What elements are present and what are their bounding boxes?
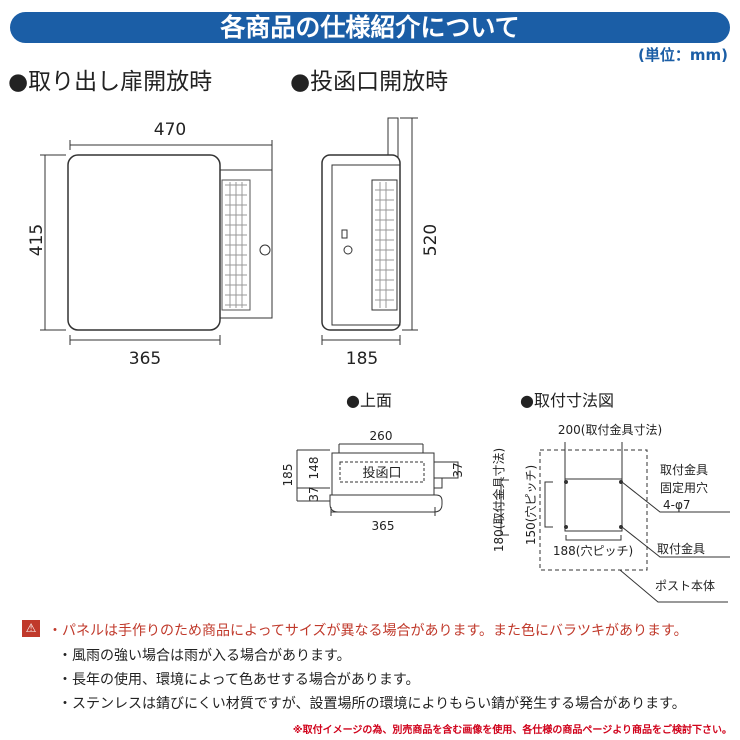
pitch-h-label: 188(穴ピッチ) bbox=[553, 543, 633, 558]
section-mount: ●取付寸法図 bbox=[520, 391, 614, 410]
top-width-label: 365 bbox=[372, 519, 395, 533]
hole-label-3: 4-φ7 bbox=[663, 498, 691, 512]
note-4: ・ステンレスは錆びにくい材質ですが、設置場所の環境によりもらい錆が発生する場合が… bbox=[58, 696, 686, 712]
slot-open-diagram: 520 185 bbox=[321, 117, 441, 369]
top-side-label: 37 bbox=[451, 462, 465, 477]
side-height-label: 520 bbox=[421, 224, 441, 256]
footer-note: ※取付イメージの為、別売商品を含む画像を使用、各仕様の商品ページより商品をご検討… bbox=[292, 725, 732, 736]
section-door-open: ●取り出し扉開放時 bbox=[8, 69, 213, 95]
page-title: 各商品の仕様紹介について bbox=[10, 12, 730, 43]
door-width-label: 470 bbox=[154, 120, 186, 140]
section-slot-open: ●投函口開放時 bbox=[290, 69, 449, 95]
hole-label-1: 取付金具 bbox=[660, 462, 708, 477]
mount-diagram: 200(取付金具寸法) 180(取付金具寸法) 150(穴ピッチ) 188(穴ピ… bbox=[491, 422, 730, 603]
top-depth-label: 185 bbox=[281, 464, 295, 487]
side-depth-label: 185 bbox=[346, 349, 378, 369]
top-lower-label: 37 bbox=[307, 486, 321, 501]
bracket-width-label: 200(取付金具寸法) bbox=[558, 422, 662, 437]
section-top: ●上面 bbox=[346, 391, 392, 410]
note-3: ・長年の使用、環境によって色あせする場合があります。 bbox=[58, 672, 420, 688]
top-inner-label: 260 bbox=[370, 429, 393, 443]
note-1: ・パネルは手作りのため商品によってサイズが異なる場合があります。また色にバラツキ… bbox=[48, 623, 688, 639]
hole-label-2: 固定用穴 bbox=[660, 480, 708, 495]
bracket-height-label: 180(取付金具寸法) bbox=[491, 448, 506, 552]
door-bottom-label: 365 bbox=[129, 349, 161, 369]
unit-label: (単位：mm) bbox=[638, 46, 728, 64]
top-upper-label: 148 bbox=[307, 457, 321, 480]
top-view-diagram: 260 投函口 37 185 148 37 365 bbox=[281, 429, 465, 533]
pitch-v-label: 150(穴ピッチ) bbox=[523, 465, 538, 545]
slot-label: 投函口 bbox=[362, 465, 401, 481]
note-2: ・風雨の強い場合は雨が入る場合があります。 bbox=[58, 648, 351, 664]
bracket-label: 取付金具 bbox=[657, 541, 705, 556]
door-height-label: 415 bbox=[27, 224, 47, 256]
body-label: ポスト本体 bbox=[655, 579, 715, 593]
warning-icon: ⚠ bbox=[22, 620, 40, 637]
door-open-diagram: 470 415 365 bbox=[27, 120, 273, 369]
